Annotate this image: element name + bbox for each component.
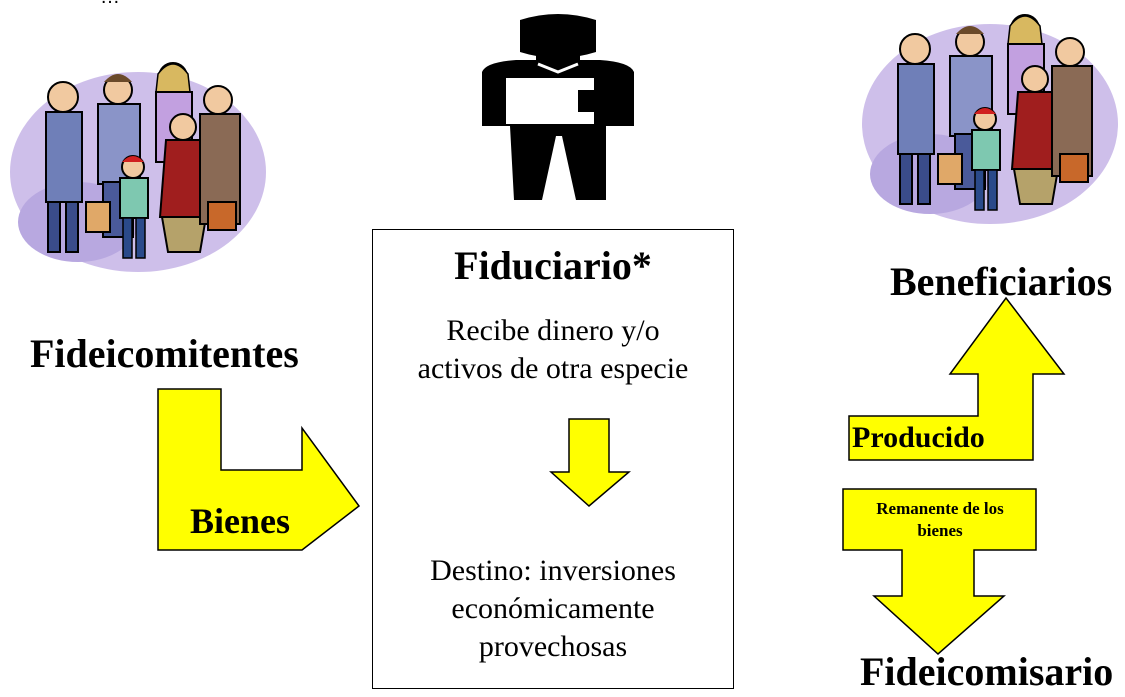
- beneficiarios-label: Beneficiarios: [890, 259, 1113, 304]
- left-people-group-illustration: [8, 52, 270, 274]
- producido-arrow: [848, 296, 1070, 462]
- bienes-arrow: [157, 388, 362, 552]
- fiduciario-title: Fiduciario*: [454, 243, 652, 288]
- bienes-label: Bienes: [190, 501, 291, 541]
- receives-text: Recibe dinero y/o activos de otra especi…: [417, 314, 689, 385]
- right-people-group-illustration: [860, 4, 1122, 226]
- remanente-arrow: [842, 488, 1042, 658]
- fiduciario-box: Fiduciario* Recibe dinero y/o activos de…: [372, 229, 734, 689]
- producido-label: Producido: [852, 421, 985, 454]
- down-arrow: [549, 418, 631, 508]
- fideicomisario-label: Fideicomisario: [860, 649, 1114, 694]
- top-caption: …: [100, 0, 120, 9]
- fiduciary-silhouette-icon: [476, 12, 640, 200]
- remanente-label: Remanente de los bienes: [876, 499, 1004, 540]
- destination-text: Destino: inversiones económicamente prov…: [430, 554, 676, 663]
- fideicomitentes-label: Fideicomitentes: [30, 331, 299, 376]
